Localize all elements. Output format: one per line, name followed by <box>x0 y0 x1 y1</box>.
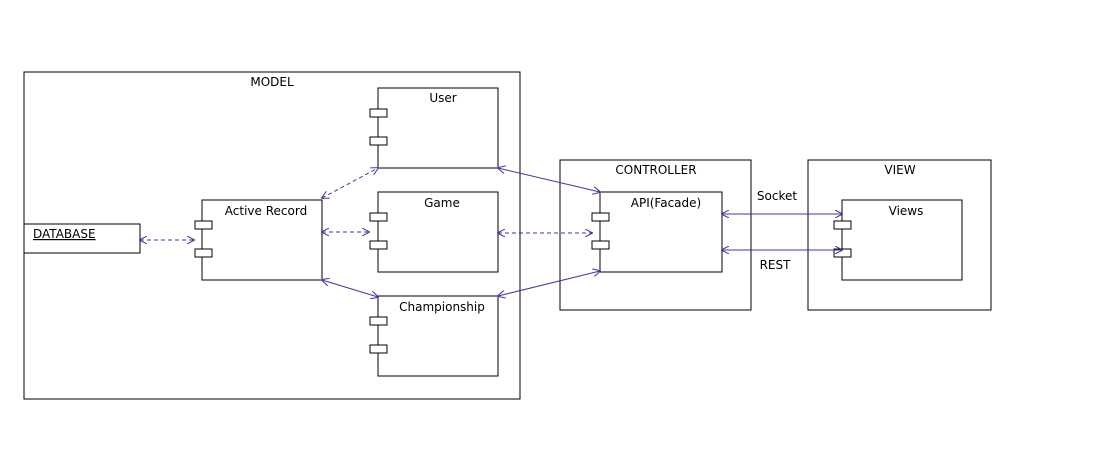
api-facade-label: API(Facade) <box>631 196 701 210</box>
rest-label: REST <box>760 258 792 272</box>
connector-user-api <box>498 168 600 192</box>
connector-championship-api <box>498 271 600 296</box>
active-record-label: Active Record <box>225 204 307 218</box>
api-facade-component: API(Facade) <box>591 191 723 273</box>
user-label: User <box>429 91 456 105</box>
game-component: Game <box>369 191 499 273</box>
views-label: Views <box>889 204 924 218</box>
views-component: Views <box>833 199 963 281</box>
view-package: VIEW <box>807 159 992 311</box>
controller-package-title: CONTROLLER <box>615 163 696 177</box>
model-package-title: MODEL <box>250 75 294 89</box>
connectors <box>140 168 842 297</box>
championship-label: Championship <box>399 300 485 314</box>
connector-activerecord-user <box>322 168 378 198</box>
database-label: DATABASE <box>33 227 96 241</box>
database-box: DATABASE <box>23 223 141 254</box>
user-component: User <box>369 87 499 169</box>
active-record-component: Active Record <box>194 199 323 281</box>
championship-component: Championship <box>369 295 499 377</box>
game-label: Game <box>424 196 460 210</box>
socket-label: Socket <box>757 189 797 203</box>
view-package-title: VIEW <box>884 163 915 177</box>
connector-activerecord-championship <box>322 280 378 297</box>
